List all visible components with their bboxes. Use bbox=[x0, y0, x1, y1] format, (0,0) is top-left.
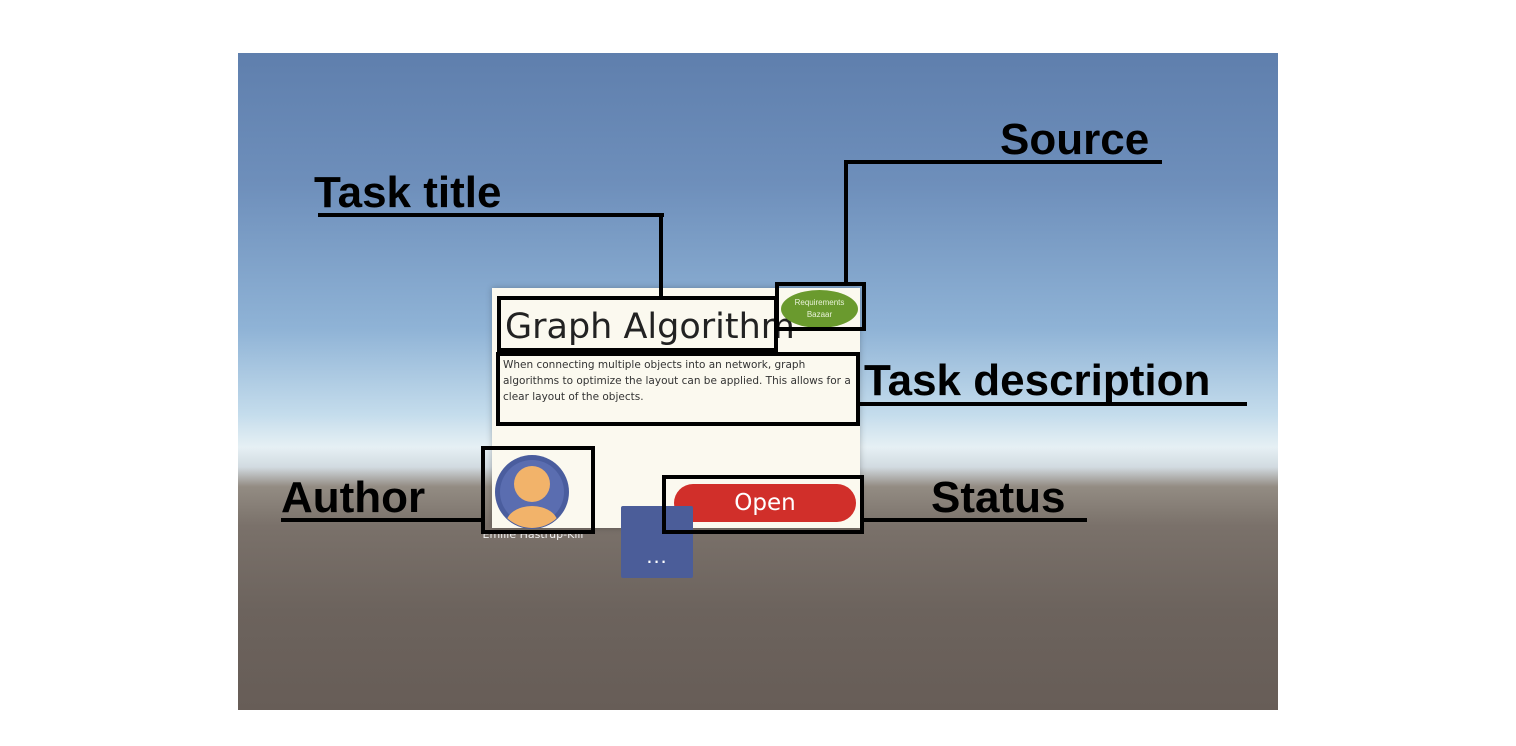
callout-status: Status bbox=[931, 473, 1066, 522]
more-options-button[interactable]: ... bbox=[621, 506, 693, 578]
callout-source: Source bbox=[1000, 115, 1150, 164]
callout-task-title: Task title bbox=[314, 168, 502, 217]
highlight-author bbox=[481, 446, 595, 534]
callout-task-description: Task description bbox=[864, 356, 1211, 405]
source-badge-line2: Bazaar bbox=[806, 310, 833, 319]
task-description: When connecting multiple objects into an… bbox=[503, 359, 851, 403]
connector-task-title-v bbox=[659, 213, 663, 298]
user-avatar-icon bbox=[495, 455, 569, 529]
source-badge-line1: Requirements bbox=[794, 298, 845, 307]
task-title: Graph Algorithm bbox=[505, 307, 795, 347]
status-button[interactable]: Open bbox=[674, 484, 856, 522]
source-badge[interactable]: Requirements Bazaar bbox=[781, 290, 858, 328]
highlight-status bbox=[662, 475, 864, 534]
callout-author: Author bbox=[281, 473, 426, 522]
connector-source-v bbox=[844, 160, 848, 284]
connector-task-description-h bbox=[860, 402, 1247, 406]
connector-author-h bbox=[281, 518, 483, 522]
highlight-source bbox=[775, 282, 866, 331]
connector-status-h bbox=[862, 518, 1087, 522]
connector-task-title-h bbox=[318, 213, 664, 217]
highlight-task-description bbox=[496, 352, 860, 426]
connector-source-h bbox=[844, 160, 1162, 164]
author-avatar[interactable] bbox=[494, 454, 570, 530]
highlight-task-title bbox=[497, 296, 778, 352]
